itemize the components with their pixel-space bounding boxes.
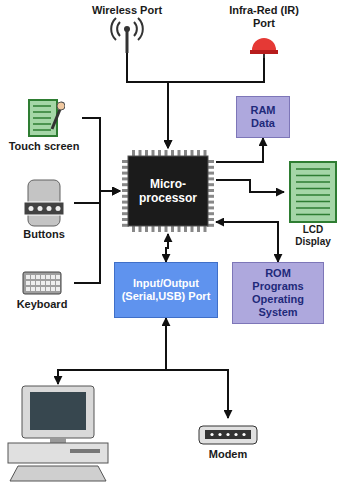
monitor-screen <box>30 392 86 430</box>
modem-icon <box>197 418 259 448</box>
connector-arrow <box>166 318 228 418</box>
node-label: Modem <box>192 448 264 461</box>
connector-arrow <box>74 191 120 203</box>
lcd-icon <box>288 160 338 224</box>
node-label: RAM <box>241 104 285 117</box>
wireless-port: Wireless Port <box>90 4 164 53</box>
ram-box: RAMData <box>236 96 290 138</box>
keyboard: Keyboard <box>10 268 74 311</box>
keyboard-icon <box>21 268 63 298</box>
node-label: Infra-Red (IR) Port <box>220 4 308 30</box>
touch-icon <box>23 96 65 140</box>
connector-arrow <box>166 234 168 262</box>
touch-screen: Touch screen <box>6 96 82 153</box>
dome-icon <box>244 30 284 58</box>
computer-keyboard <box>10 466 106 481</box>
connector-arrow <box>127 53 168 148</box>
system-unit <box>8 443 108 463</box>
ir-port: Infra-Red (IR) Port <box>220 4 308 58</box>
node-label: Wireless Port <box>90 4 164 17</box>
drive-slot <box>70 449 100 453</box>
node-label: Micro- processor <box>132 177 204 205</box>
buttons: Buttons <box>14 178 74 241</box>
buttons-icon <box>22 178 66 228</box>
node-label: Touch screen <box>6 140 82 153</box>
io-port-box: Input/Output (Serial,USB) Port <box>114 262 218 318</box>
node-label: LCD Display <box>284 224 342 248</box>
rom-box: ROMPrograms Operating System <box>232 262 324 324</box>
node-label: Keyboard <box>10 298 74 311</box>
modem: Modem <box>192 418 264 461</box>
monitor <box>22 386 94 438</box>
node-detail: Programs Operating System <box>237 280 319 319</box>
node-label: Buttons <box>14 228 74 241</box>
monitor-neck <box>50 438 66 443</box>
connector-arrow <box>82 118 120 191</box>
connector-arrow <box>216 180 284 192</box>
node-detail: Data <box>241 117 285 130</box>
antenna-icon <box>107 17 147 53</box>
lcd-display: LCD Display <box>284 160 342 248</box>
connector-arrow <box>216 138 263 162</box>
computer-link <box>58 370 166 384</box>
microprocessor-chip: Micro- processor <box>120 148 216 234</box>
node-label: ROM <box>237 267 319 280</box>
node-label: Input/Output (Serial,USB) Port <box>119 277 213 303</box>
connector-arrow <box>216 222 278 262</box>
